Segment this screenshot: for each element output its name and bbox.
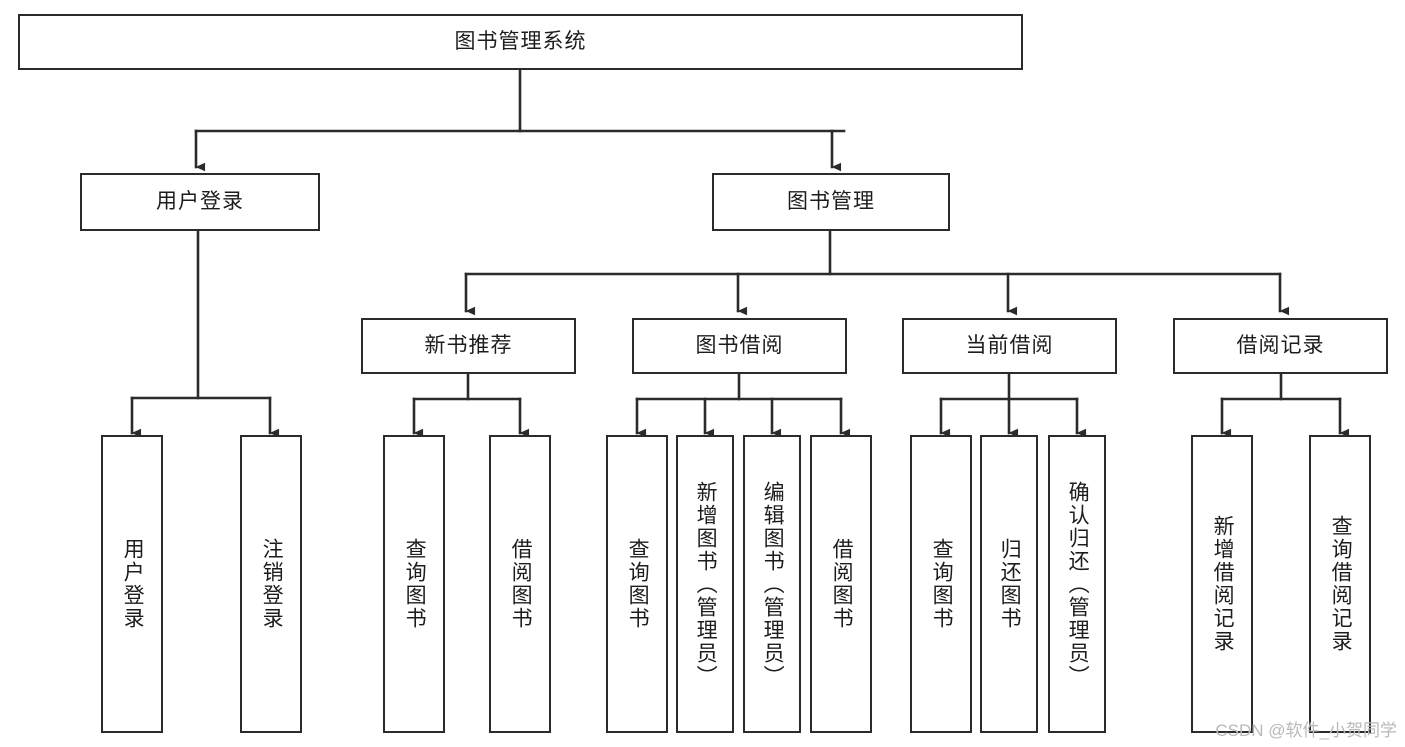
node-leaf-add-book-label: 新增图书（管理员）	[694, 480, 718, 688]
node-root[interactable]: 图书管理系统	[18, 14, 1023, 70]
node-leaf-return-book[interactable]: 归还图书	[980, 435, 1038, 733]
node-leaf-borrow-book-2[interactable]: 借阅图书	[810, 435, 872, 733]
node-root-label: 图书管理系统	[454, 30, 587, 54]
node-leaf-borrow-book-1-label: 借阅图书	[509, 538, 533, 630]
node-book-manage-label: 图书管理	[787, 190, 875, 214]
node-leaf-logout-login[interactable]: 注销登录	[240, 435, 302, 733]
node-leaf-borrow-book-1[interactable]: 借阅图书	[489, 435, 551, 733]
node-book-borrow[interactable]: 图书借阅	[632, 318, 847, 374]
watermark: CSDN @软件_小贺同学	[1215, 721, 1397, 740]
node-leaf-edit-book-label: 编辑图书（管理员）	[761, 480, 785, 688]
node-leaf-query-book-3-label: 查询图书	[930, 538, 954, 630]
node-leaf-borrow-book-2-label: 借阅图书	[830, 538, 854, 630]
node-leaf-query-record[interactable]: 查询借阅记录	[1309, 435, 1371, 733]
node-new-book-recommend-label: 新书推荐	[424, 334, 513, 358]
node-user-login-label: 用户登录	[156, 190, 244, 214]
node-leaf-query-book-3[interactable]: 查询图书	[910, 435, 972, 733]
node-leaf-add-record-label: 新增借阅记录	[1211, 515, 1235, 653]
node-leaf-query-book-2[interactable]: 查询图书	[606, 435, 668, 733]
node-leaf-user-login[interactable]: 用户登录	[101, 435, 163, 733]
node-leaf-confirm-return-label: 确认归还（管理员）	[1066, 480, 1090, 688]
node-new-book-recommend[interactable]: 新书推荐	[361, 318, 576, 374]
node-leaf-query-book-1[interactable]: 查询图书	[383, 435, 445, 733]
node-leaf-query-record-label: 查询借阅记录	[1329, 515, 1353, 653]
node-leaf-query-book-1-label: 查询图书	[403, 538, 427, 630]
node-leaf-confirm-return[interactable]: 确认归还（管理员）	[1048, 435, 1106, 733]
node-leaf-user-login-label: 用户登录	[121, 538, 145, 630]
node-borrow-record[interactable]: 借阅记录	[1173, 318, 1388, 374]
node-leaf-add-record[interactable]: 新增借阅记录	[1191, 435, 1253, 733]
node-book-manage[interactable]: 图书管理	[712, 173, 950, 231]
node-leaf-add-book[interactable]: 新增图书（管理员）	[676, 435, 734, 733]
node-book-borrow-label: 图书借阅	[695, 334, 784, 358]
node-leaf-query-book-2-label: 查询图书	[626, 538, 650, 630]
node-current-borrow[interactable]: 当前借阅	[902, 318, 1117, 374]
node-leaf-logout-login-label: 注销登录	[260, 538, 284, 630]
node-borrow-record-label: 借阅记录	[1236, 334, 1325, 358]
node-leaf-edit-book[interactable]: 编辑图书（管理员）	[743, 435, 801, 733]
node-current-borrow-label: 当前借阅	[965, 334, 1054, 358]
node-user-login[interactable]: 用户登录	[80, 173, 320, 231]
node-leaf-return-book-label: 归还图书	[998, 538, 1022, 630]
